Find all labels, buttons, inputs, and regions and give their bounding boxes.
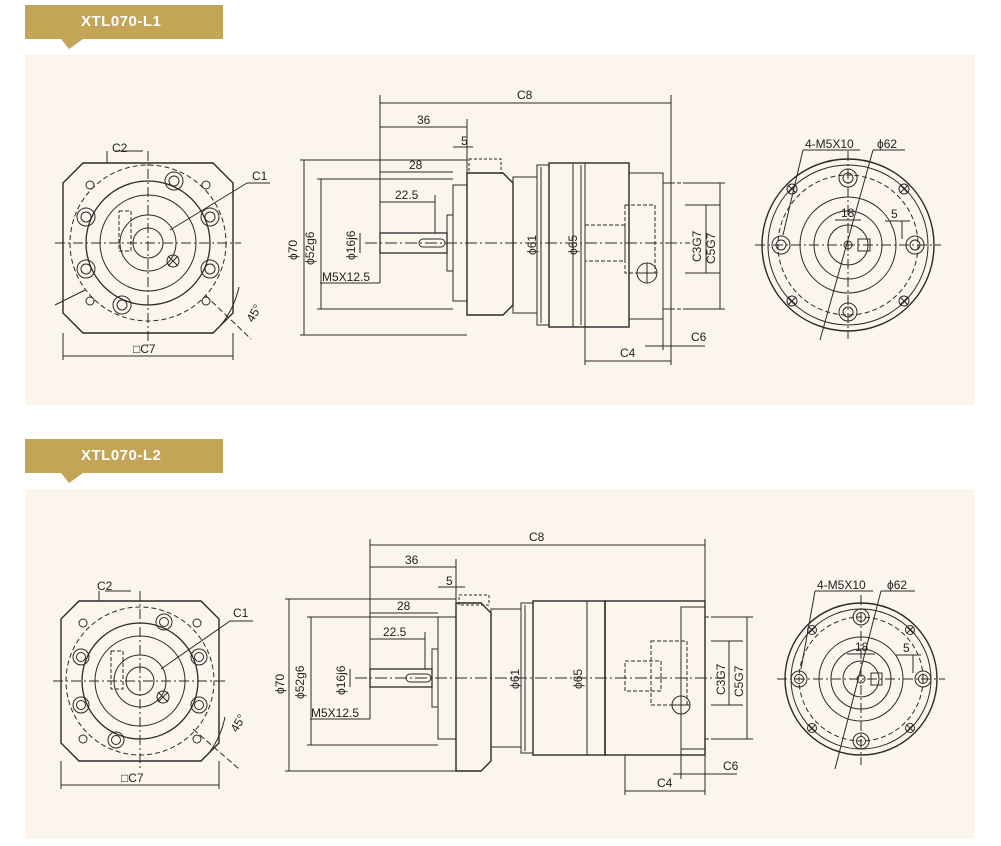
- label-c4: C4: [657, 776, 673, 790]
- label-28: 28: [397, 599, 411, 613]
- tab-ribbon-shape: [25, 5, 223, 49]
- label-36: 36: [405, 553, 419, 567]
- label-c2: C2: [97, 579, 113, 593]
- label-22-5: 22.5: [383, 625, 407, 639]
- label-18: 18: [841, 206, 855, 220]
- drawing-panel-l2: C2 C1 □C7 45° C8 36 5 28 22.5 ϕ70 ϕ52g6 …: [25, 489, 975, 839]
- tab-ribbon-shape: [25, 439, 223, 483]
- label-c1: C1: [233, 606, 249, 620]
- label-18: 18: [855, 640, 869, 654]
- label-rear-5: 5: [903, 641, 910, 655]
- section-title: XTL070-L1: [81, 13, 162, 30]
- label-4-m5x10: 4-M5X10: [817, 578, 866, 592]
- technical-drawing-l1: C2 C1 □C7 45° C8 36 5 28 22.5 ϕ70 ϕ52g6 …: [54, 88, 941, 365]
- label-c3g7: C3G7: [714, 663, 728, 695]
- section-tab-l2: XTL070-L2: [25, 439, 223, 483]
- label-28: 28: [409, 158, 423, 172]
- label-phi70: ϕ70: [273, 674, 287, 694]
- label-c6: C6: [691, 330, 707, 344]
- label-5: 5: [446, 574, 453, 588]
- label-phi65: ϕ65: [571, 669, 585, 689]
- label-c2: C2: [112, 141, 128, 155]
- label-m5x12-5: M5X12.5: [322, 270, 370, 284]
- label-angle: 45°: [243, 302, 264, 325]
- label-phi65: ϕ65: [566, 235, 580, 255]
- label-c7: □C7: [133, 342, 156, 356]
- label-c6: C6: [723, 759, 739, 773]
- label-36: 36: [417, 113, 431, 127]
- drawing-panel-l1: C2 C1 □C7 45° C8 36 5 28 22.5 ϕ70 ϕ52g6 …: [25, 55, 975, 405]
- section-tab-l1: XTL070-L1: [25, 5, 223, 49]
- label-c5g7: C5G7: [732, 665, 746, 697]
- front-view: [53, 590, 253, 789]
- label-phi16j6: ϕ16j6: [334, 665, 348, 695]
- rear-view: [755, 149, 941, 341]
- label-c1: C1: [252, 169, 268, 183]
- section-title: XTL070-L2: [81, 447, 162, 464]
- technical-drawing-l2: C2 C1 □C7 45° C8 36 5 28 22.5 ϕ70 ϕ52g6 …: [53, 530, 945, 795]
- label-phi16j6: ϕ16j6: [344, 230, 358, 260]
- side-view: [300, 95, 725, 365]
- label-22-5: 22.5: [395, 188, 419, 202]
- front-view: [54, 150, 270, 360]
- label-phi62: ϕ62: [877, 137, 897, 151]
- label-c5g7: C5G7: [704, 232, 718, 264]
- side-view: [285, 539, 753, 795]
- label-phi52g6: ϕ52g6: [293, 665, 307, 699]
- label-c8: C8: [517, 88, 533, 102]
- label-c3g7: C3G7: [690, 230, 704, 262]
- label-5: 5: [461, 134, 468, 148]
- label-c8: C8: [529, 530, 545, 544]
- label-c4: C4: [620, 346, 636, 360]
- label-phi61: ϕ61: [525, 235, 539, 255]
- rear-view: [777, 590, 945, 770]
- label-phi52g6: ϕ52g6: [303, 231, 317, 265]
- label-angle: 45°: [227, 712, 248, 735]
- label-4-m5x10: 4-M5X10: [805, 137, 854, 151]
- label-rear-5: 5: [891, 207, 898, 221]
- label-phi61: ϕ61: [508, 669, 522, 689]
- label-c7: □C7: [121, 771, 144, 785]
- label-m5x12-5: M5X12.5: [311, 706, 359, 720]
- label-phi62: ϕ62: [887, 578, 907, 592]
- label-phi70: ϕ70: [286, 240, 300, 260]
